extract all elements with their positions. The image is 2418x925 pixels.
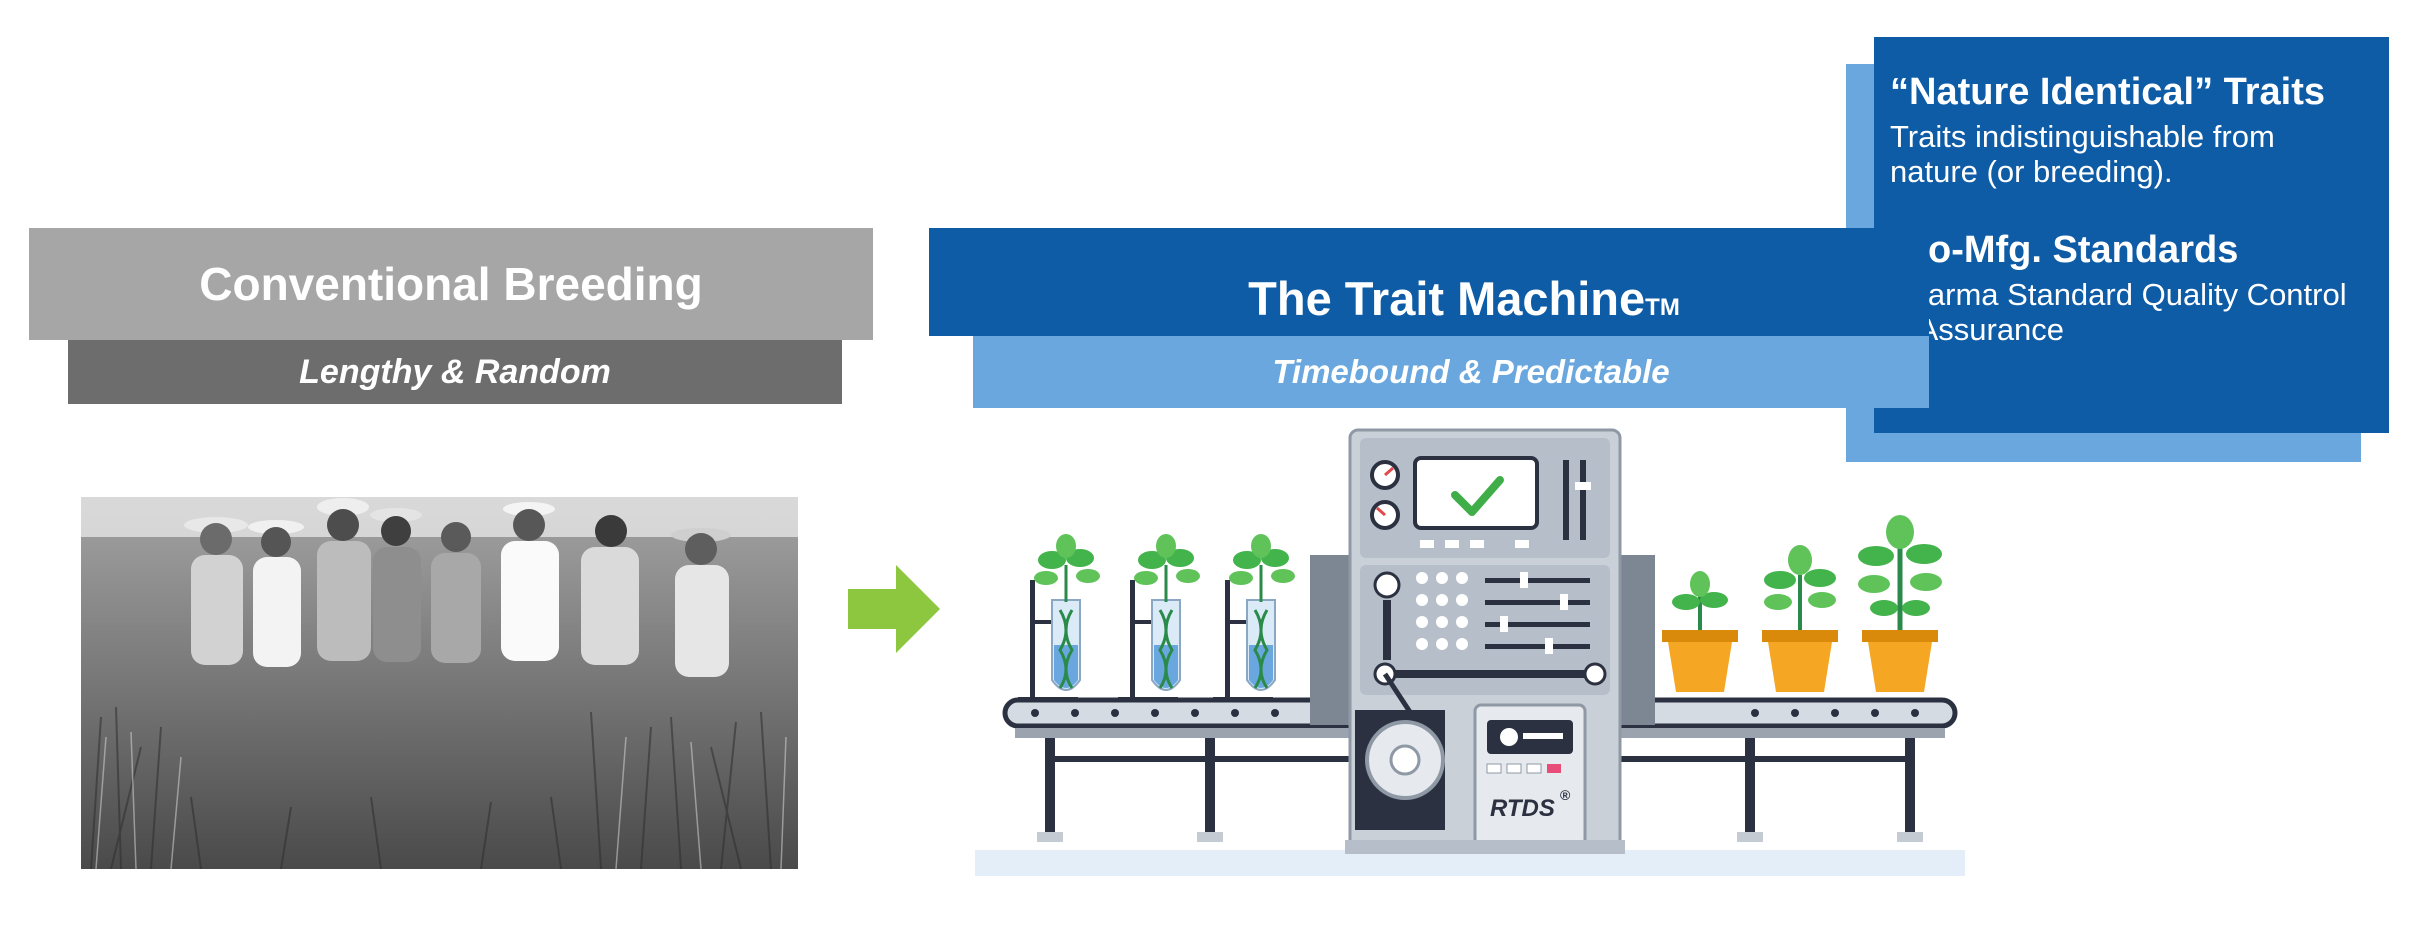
trait-machine-subtitle-text: Timebound & Predictable	[1272, 353, 1670, 390]
conventional-breeding-title-text: Conventional Breeding	[199, 258, 703, 310]
trait-machine-subtitle: Timebound & Predictable	[973, 336, 1929, 408]
farmers-field-image	[81, 497, 798, 869]
conventional-breeding-subtitle-text: Lengthy & Random	[299, 352, 611, 391]
trait-machine-title-text: The Trait Machine	[1248, 272, 1646, 325]
test-tube-plants	[1018, 534, 1295, 702]
trademark-symbol: TM	[1645, 294, 1680, 321]
callout-heading-nature-identical: “Nature Identical” Traits	[1890, 71, 2326, 113]
rtds-machine: RTDS ®	[1310, 428, 1655, 854]
conventional-breeding-title: Conventional Breeding	[29, 228, 873, 340]
registered-mark: ®	[1560, 787, 1571, 803]
farmers-field-photo	[81, 497, 798, 869]
callout-text-line: & Assurance	[1890, 312, 2065, 347]
callout-text-line: Traits indistinguishable from	[1890, 119, 2275, 154]
conventional-breeding-subtitle: Lengthy & Random	[68, 340, 842, 404]
conveyor-rollers	[1031, 709, 1919, 717]
potted-plants	[1662, 515, 1942, 692]
callout-text-line: Pharma Standard Quality Control	[1890, 277, 2347, 312]
trait-machine-illustration: RTDS ®	[975, 428, 1965, 876]
callout-text-nature-identical: Traits indistinguishable from nature (or…	[1890, 119, 2375, 189]
rtds-label: RTDS	[1490, 795, 1555, 822]
callout-text-bio-mfg: Pharma Standard Quality Control & Assura…	[1890, 277, 2375, 347]
checkmark-icon	[1451, 476, 1504, 516]
callout-box: “Nature Identical” Traits Traits indisti…	[1874, 37, 2389, 433]
callout-heading-bio-mfg: Bio-Mfg. Standards	[1890, 229, 2239, 271]
machine-screen	[1413, 456, 1539, 530]
floor-strip	[975, 850, 1965, 876]
right-arrow-icon	[848, 565, 940, 653]
callout-text-line: nature (or breeding).	[1890, 154, 2173, 189]
